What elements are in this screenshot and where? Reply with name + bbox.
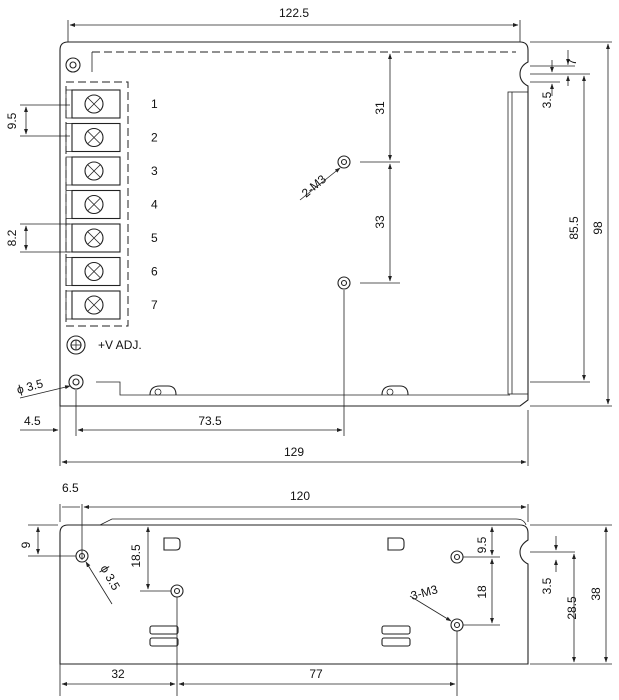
terminal-4: 4 — [65, 189, 158, 220]
terminal-5: 5 — [65, 223, 158, 253]
terminal-label-6: 6 — [151, 265, 158, 279]
m3-hole-lower — [337, 276, 351, 290]
dim-33: 33 — [373, 215, 387, 229]
m3-hole-upper — [337, 155, 351, 169]
terminal-label-3: 3 — [151, 164, 158, 178]
v-adj-potentiometer — [66, 335, 86, 355]
ext-line-bottom-x — [59, 597, 458, 696]
label-2-m3: 2-M3 — [299, 172, 329, 201]
ext-line-9 — [28, 524, 76, 557]
dim-120: 120 — [290, 489, 310, 503]
dim-73-5: 73.5 — [198, 414, 222, 428]
leader-phi-3-5 — [19, 385, 71, 399]
ext-line-85-5 — [530, 73, 590, 383]
terminal-label-1: 1 — [151, 97, 158, 111]
top-view-outline — [59, 41, 529, 407]
vent-right — [381, 625, 411, 647]
dim-77: 77 — [309, 667, 323, 681]
leader-3-m3 — [409, 595, 452, 622]
dim-9: 9 — [19, 541, 33, 548]
v-adj-label: +V ADJ. — [98, 338, 142, 352]
terminal-label-2: 2 — [151, 131, 158, 145]
label-3-m3: 3-M3 — [409, 582, 439, 603]
dim-6-5: 6.5 — [62, 481, 79, 495]
vent-left — [149, 625, 179, 647]
terminal-1: 1 — [65, 89, 158, 119]
leader-bottom-phi-3-5 — [85, 561, 113, 605]
terminal-label-4: 4 — [151, 198, 158, 212]
mounting-hole-bottom-left — [68, 374, 84, 390]
dim-31: 31 — [373, 101, 387, 115]
ext-line-9-5 — [20, 104, 70, 137]
bottom-hole-m3-right-bottom — [450, 618, 464, 632]
dim-28-5: 28.5 — [565, 596, 579, 620]
dim-8-2: 8.2 — [5, 229, 19, 246]
side-rail — [507, 91, 529, 395]
terminal-2: 2 — [65, 122, 158, 153]
terminal-block: 1 2 3 4 5 6 7 — [65, 89, 158, 320]
ext-line-right-holes — [463, 556, 500, 626]
clip-tab-left — [149, 385, 177, 396]
dim-18: 18 — [475, 585, 489, 599]
dim-85-5: 85.5 — [567, 216, 581, 240]
dim-7: 7 — [565, 58, 579, 65]
top-view: 1 2 3 4 5 6 7 +V ADJ. 122.5 — [5, 6, 612, 466]
terminal-label-5: 5 — [151, 231, 158, 245]
dim-98: 98 — [591, 221, 605, 235]
terminal-3: 3 — [65, 156, 158, 186]
dim-122-5: 122.5 — [279, 6, 309, 20]
terminal-6: 6 — [65, 256, 158, 287]
dim-4-5: 4.5 — [24, 414, 41, 428]
bottom-hole-m3-right-top — [450, 550, 464, 564]
dim-129: 129 — [284, 445, 304, 459]
clip-tab-right — [381, 385, 409, 396]
bottom-view: 120 6.5 9 ϕ 3.5 18.5 9.5 18 3-M3 3.5 28.… — [19, 481, 612, 696]
label-bottom-phi-3-5: ϕ 3.5 — [97, 563, 123, 593]
ext-line-73-5 — [75, 290, 345, 436]
bottom-view-outline — [59, 524, 529, 665]
slot-left — [163, 537, 181, 551]
bottom-view-top-edge — [99, 518, 527, 526]
dim-bottom-3-5: 3.5 — [540, 577, 554, 594]
ext-line-98 — [530, 41, 612, 407]
terminal-block-frame — [65, 81, 129, 327]
slot-right — [387, 537, 405, 551]
bottom-hole-m3-left — [170, 584, 184, 598]
terminal-label-7: 7 — [151, 298, 158, 312]
inner-bottom-edge — [96, 381, 510, 396]
mounting-hole-top-left — [65, 57, 81, 73]
dim-38: 38 — [589, 587, 603, 601]
label-phi-3-5: ϕ 3.5 — [15, 376, 45, 397]
ext-line-8-2 — [20, 223, 70, 253]
terminal-7: 7 — [65, 290, 158, 320]
ext-line-bottom-right — [530, 524, 612, 665]
ext-line-holes — [360, 161, 400, 284]
dim-9-5: 9.5 — [5, 112, 19, 129]
dim-right-9-5: 9.5 — [475, 536, 489, 553]
dim-32: 32 — [111, 667, 125, 681]
dim-18-5: 18.5 — [129, 544, 143, 568]
ext-line-120 — [81, 504, 529, 560]
ext-line-slot — [530, 65, 575, 83]
leader-2-m3 — [299, 167, 341, 201]
ext-line-122-5 — [67, 20, 521, 42]
dim-3-5-slot: 3.5 — [540, 91, 554, 108]
